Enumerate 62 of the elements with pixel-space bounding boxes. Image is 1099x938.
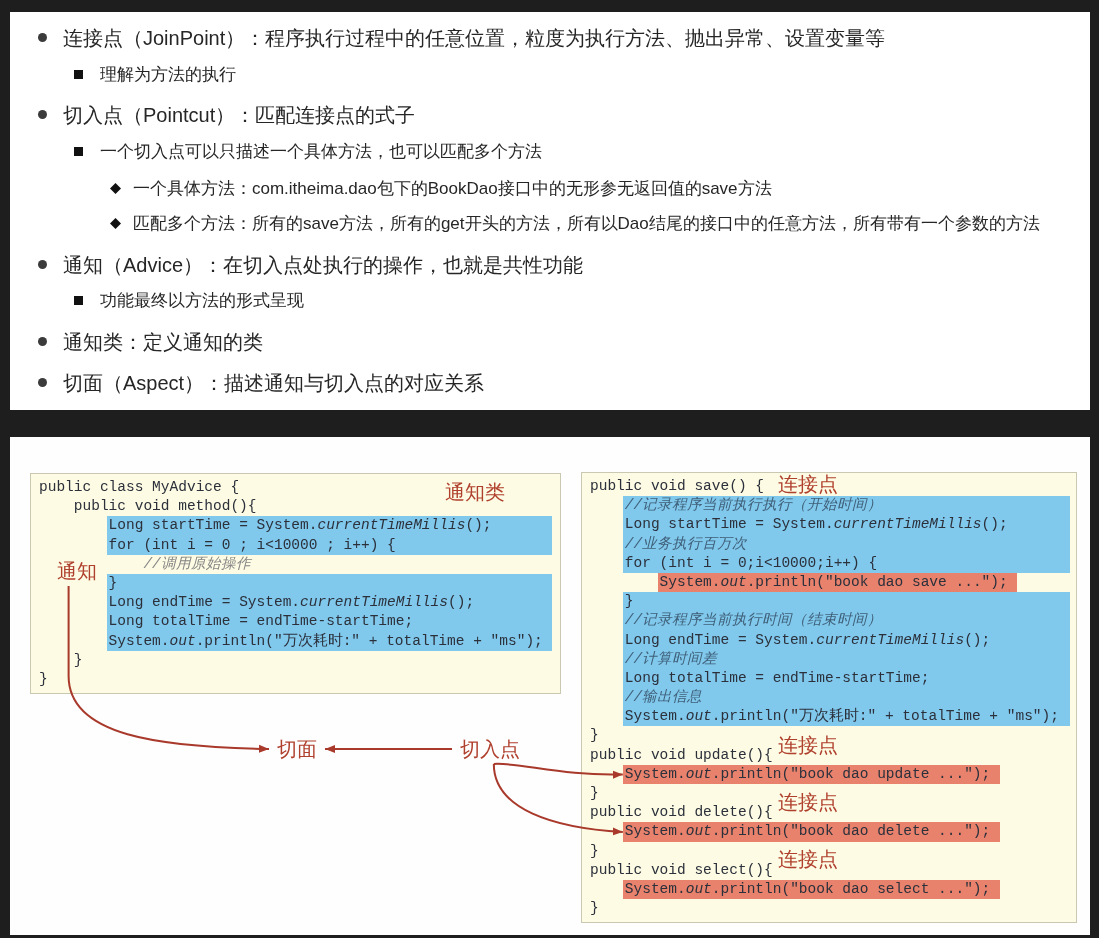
- bullet-text: 通知（Advice）：在切入点处执行的操作，也就是共性功能: [63, 253, 584, 278]
- code-line: }: [590, 785, 599, 801]
- code-panel: [30, 473, 561, 695]
- code-line: System.out.println("book dao delete ...");: [624, 823, 991, 840]
- highlighted-code-block: [106, 573, 552, 651]
- term-label: 切入点: [452, 734, 528, 764]
- bullet-text: 通知类：定义通知的类: [63, 330, 263, 355]
- bullet-text: 理解为方法的执行: [100, 64, 236, 86]
- code-line: System.out.println("book dao select ...");: [624, 880, 991, 897]
- bullet-text: 连接点（JoinPoint）：程序执行过程中的任意位置，粒度为执行方法、抛出异常、设置变量等: [63, 26, 886, 51]
- arrow: [324, 745, 453, 753]
- annotation-label: 连接点: [778, 473, 838, 495]
- code-comment: //记录程序当前执行时间（结束时间）: [624, 612, 883, 629]
- code-line: }: [39, 670, 48, 687]
- code-line: }: [590, 842, 599, 859]
- code-line: }: [108, 574, 118, 591]
- code-line: System.out.println("万次耗时:" + totalTime + "ms");: [108, 632, 543, 649]
- bullet-text: 一个切入点可以只描述一个具体方法，也可以匹配多个方法: [100, 141, 542, 163]
- term-label: 切面: [269, 734, 325, 764]
- code-line: }: [624, 593, 634, 610]
- code-line: for (int i = 0;i<10000;i++) {: [624, 554, 878, 571]
- bullet-text: 切入点（Pointcut）：匹配连接点的式子: [63, 103, 416, 128]
- code-line: }: [590, 727, 599, 744]
- code-line: Long startTime = System.currentTimeMillis();: [108, 517, 492, 534]
- code-line: public void select(){: [590, 861, 773, 878]
- code-comment: //业务执行百万次: [624, 535, 748, 552]
- code-line: Long endTime = System.currentTimeMillis();: [108, 594, 475, 611]
- bullet-text: 切面（Aspect）：描述通知与切入点的对应关系: [63, 371, 485, 396]
- code-panel: [581, 472, 1077, 924]
- code-line: Long totalTime = endTime-startTime;: [108, 613, 414, 630]
- annotation-label: 连接点: [778, 734, 838, 756]
- annotation-label: 连接点: [778, 848, 838, 870]
- code-line: System.out.println("book dao update ...");: [624, 765, 991, 782]
- code-line: public void delete(){: [590, 804, 773, 821]
- code-line: public void method(){: [73, 498, 257, 515]
- highlighted-code-block: [622, 592, 1070, 727]
- bullet-text: 功能最终以方法的形式呈现: [100, 290, 304, 312]
- code-comment: //调用原始操作: [143, 555, 251, 572]
- highlighted-code-block: [622, 496, 1070, 573]
- code-line: }: [590, 900, 599, 917]
- code-comment: //计算时间差: [624, 650, 718, 667]
- arrow: [492, 763, 624, 836]
- arrow: [492, 762, 624, 779]
- code-line: public void save() {: [590, 478, 765, 494]
- code-line: System.out.println("万次耗时:" + totalTime + "ms");: [624, 708, 1059, 725]
- code-line: }: [73, 651, 83, 668]
- code-comment: //输出信息: [624, 689, 703, 706]
- code-line: public void update(){: [590, 746, 773, 763]
- code-line: for (int i = 0 ; i<10000 ; i++) {: [108, 536, 396, 553]
- code-line: Long startTime = System.currentTimeMillis();: [624, 516, 1008, 533]
- code-line: public class MyAdvice {: [39, 479, 240, 495]
- highlighted-code-block: [106, 516, 552, 555]
- annotation-label: 连接点: [778, 791, 838, 813]
- code-line: Long totalTime = endTime-startTime;: [624, 669, 930, 686]
- annotation-label: 通知类: [445, 481, 505, 503]
- code-line: Long endTime = System.currentTimeMillis();: [624, 631, 991, 648]
- term-label: 通知: [49, 556, 105, 586]
- code-comment: //记录程序当前执行执行（开始时间）: [624, 497, 883, 514]
- code-line: System.out.println("book dao save ...");: [659, 573, 1008, 590]
- bullet-text: 一个具体方法：com.itheima.dao包下的BookDao接口中的无形参无返回值的save方法: [133, 178, 772, 200]
- arrow: [67, 585, 270, 753]
- bullet-text: 匹配多个方法：所有的save方法，所有的get开头的方法，所有以Dao结尾的接口中的任意方法，所有带有一个参数的方法: [133, 213, 1040, 235]
